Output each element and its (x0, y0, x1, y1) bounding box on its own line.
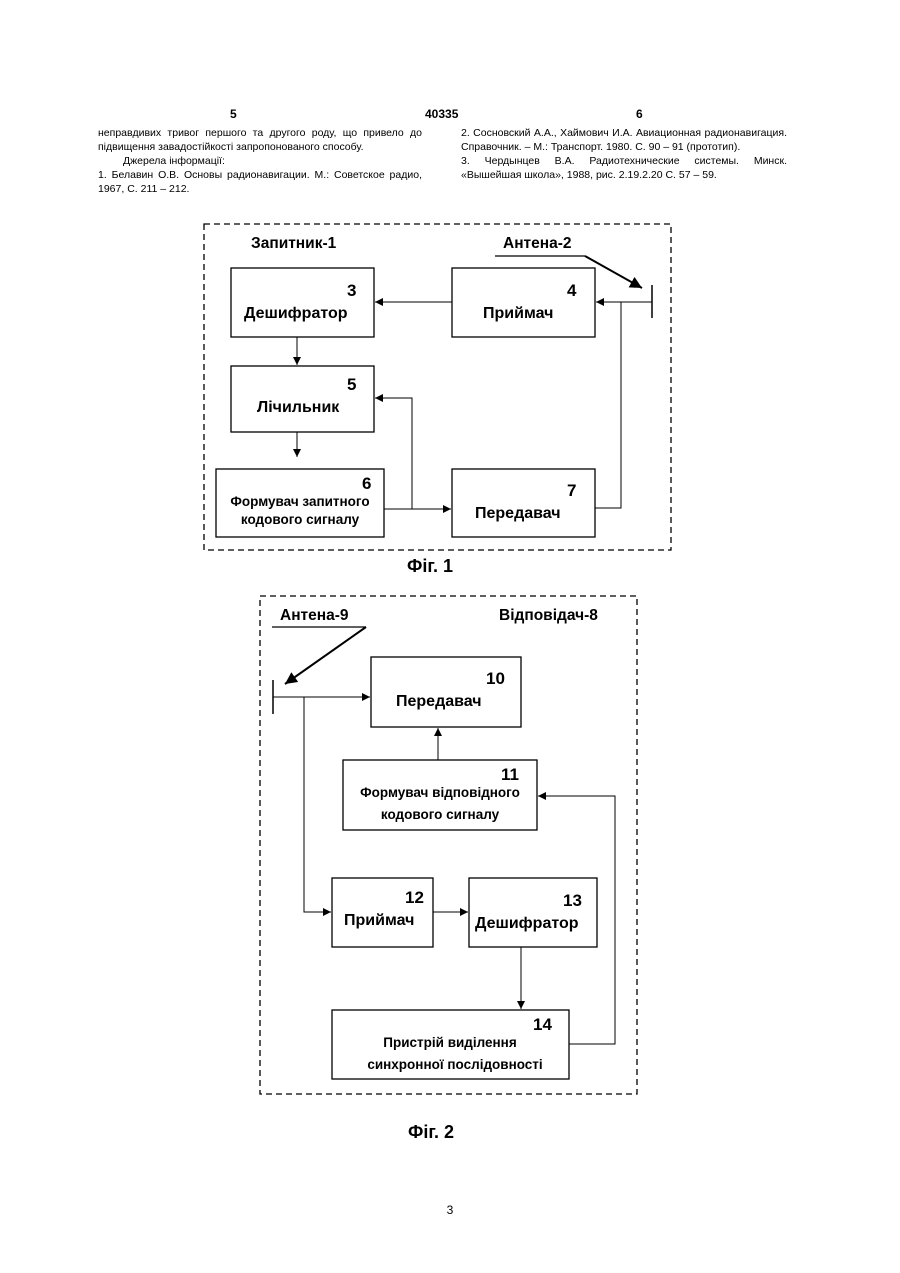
fig1-transmitter-block (452, 469, 595, 537)
fig1-container-label: Запитник-1 (251, 235, 337, 252)
fig2-antenna-pointer (285, 627, 366, 684)
fig1-former-label-line2: кодового сигналу (241, 512, 360, 527)
fig2-receiver-label: Приймач (344, 912, 414, 929)
fig1-caption: Фіг. 1 (407, 556, 453, 576)
fig1-decoder-block (231, 268, 374, 337)
fig2-sync-label-line2: синхронної послідовності (367, 1057, 542, 1072)
fig1-antenna-label: Антена-2 (503, 235, 572, 252)
page-number: 3 (0, 1203, 900, 1217)
fig1-diagram: Запитник-1 Антена-2 3 Дешифратор 4 Прийм… (204, 224, 671, 576)
fig2-decoder-block (469, 878, 597, 947)
fig2-sync-label-line1: Пристрій виділення (383, 1035, 516, 1050)
fig2-former-label-line2: кодового сигналу (381, 807, 500, 822)
fig2-container-label: Відповідач-8 (499, 607, 598, 624)
fig1-receiver-block (452, 268, 595, 337)
fig2-transmitter-number: 10 (486, 669, 505, 688)
fig1-receiver-label: Приймач (483, 305, 553, 322)
fig2-transmitter-block (371, 657, 521, 727)
fig1-former-number: 6 (362, 474, 371, 493)
fig1-decoder-label: Дешифратор (244, 305, 348, 322)
fig1-counter-label: Лічильник (257, 399, 340, 416)
fig1-counter-number: 5 (347, 375, 356, 394)
fig2-antenna-label: Антена-9 (280, 607, 349, 624)
fig2-decoder-label: Дешифратор (475, 915, 579, 932)
fig1-line-transmitter-to-antenna (595, 302, 621, 508)
fig2-sync-number: 14 (533, 1015, 552, 1034)
fig2-arrow-antenna-to-receiver (304, 697, 331, 912)
fig1-former-label-line1: Формувач запитного (230, 494, 369, 509)
fig2-receiver-number: 12 (405, 888, 424, 907)
fig1-transmitter-number: 7 (567, 481, 576, 500)
fig1-decoder-number: 3 (347, 281, 356, 300)
fig2-former-number: 11 (501, 765, 519, 784)
fig1-receiver-number: 4 (567, 281, 577, 300)
fig2-transmitter-label: Передавач (396, 693, 482, 710)
fig2-diagram: Антена-9 Відповідач-8 10 Передавач 11 Фо… (260, 596, 637, 1142)
fig1-transmitter-label: Передавач (475, 505, 561, 522)
fig2-former-label-line1: Формувач відповідного (360, 785, 520, 800)
fig2-caption: Фіг. 2 (408, 1122, 454, 1142)
fig2-decoder-number: 13 (563, 891, 582, 910)
